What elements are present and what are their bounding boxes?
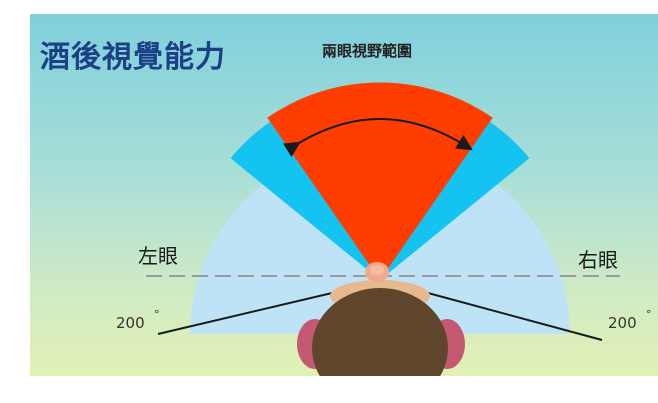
binocular-field-sector [267,82,493,280]
illustration-panel: 酒後視覺能力 兩眼視野範圍 左眼 右眼 200 ° 200 ° [30,14,658,376]
right-eye-label: 右眼 [578,248,618,272]
head-top-view [312,288,448,376]
left-boundary-line [157,292,333,335]
left-eye-label: 左眼 [138,244,178,268]
left-angle-label: 200 [116,314,145,332]
left-degree-symbol: ° [154,308,160,321]
page-title: 酒後視覺能力 [40,40,226,75]
field-span-arrow [282,118,473,158]
visual-field-diagram [146,82,620,376]
nose-highlight [370,265,384,275]
diagram-subtitle: 兩眼視野範圍 [322,42,413,60]
right-angle-label: 200 [608,314,637,332]
right-degree-symbol: ° [646,308,652,321]
right-boundary-line [427,292,603,341]
